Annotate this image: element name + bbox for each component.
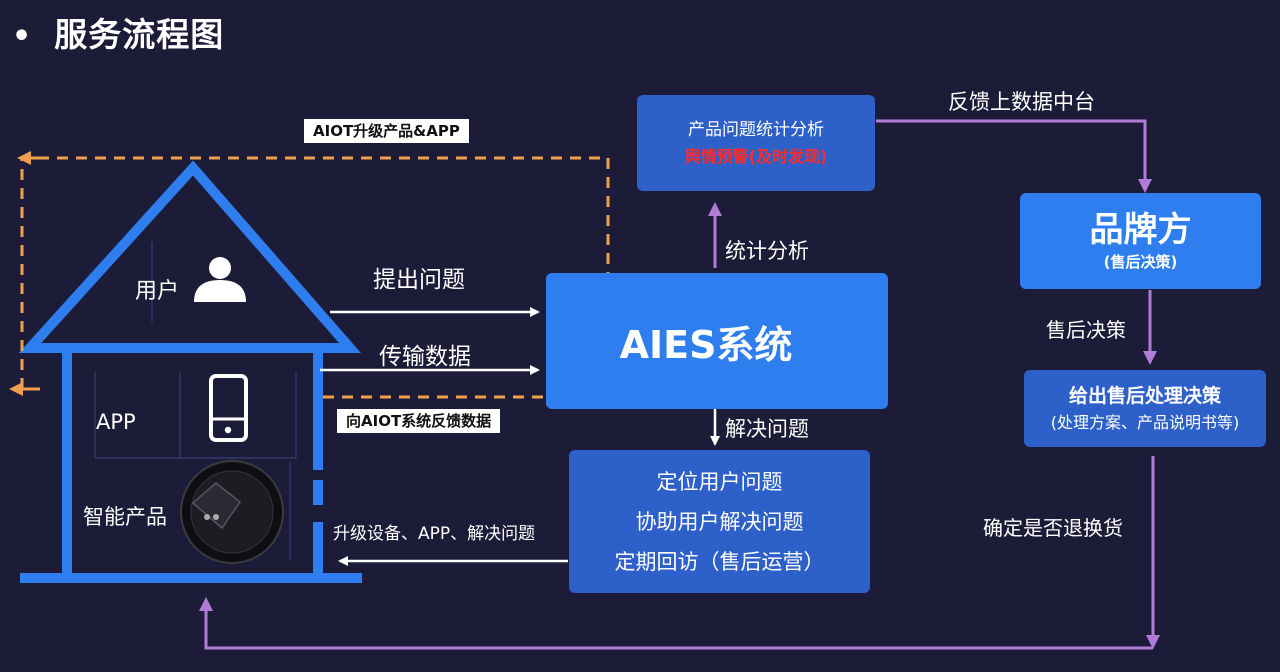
tag-aiot-feedback: 向AIOT系统反馈数据 — [337, 409, 501, 433]
dashed-loop-aiot — [20, 156, 610, 399]
stats-line-1: 产品问题统计分析 — [688, 120, 824, 140]
label-solve-issue: 解决问题 — [725, 417, 809, 441]
label-stats-analysis: 统计分析 — [725, 239, 809, 263]
house-user-label: 用户 — [135, 279, 180, 304]
label-upgrade-device: 升级设备、APP、解决问题 — [333, 524, 536, 544]
label-raise-issue: 提出问题 — [373, 267, 465, 293]
aies-system-title: AIES系统 — [619, 322, 793, 367]
user-icon — [194, 257, 246, 302]
tag-aiot-upgrade: AIOT升级产品&APP — [304, 119, 469, 143]
house-product-label: 智能产品 — [83, 505, 167, 529]
house-app-label: APP — [96, 410, 136, 434]
page-title-text: 服务流程图 — [54, 15, 225, 54]
page-title: • 服务流程图 — [12, 8, 224, 56]
phone-icon — [209, 374, 248, 442]
title-bullet: • — [12, 19, 33, 54]
label-transmit-data: 传输数据 — [379, 344, 471, 370]
solve-issue-box: 定位用户问题 协助用户解决问题 定期回访（售后运营） — [569, 450, 870, 593]
arrow-feedback-platform — [876, 119, 1152, 193]
aies-system-box: AIES系统 — [546, 273, 888, 409]
decision-subtitle: (处理方案、产品说明书等) — [1050, 412, 1240, 432]
robot-vacuum-icon — [180, 460, 284, 564]
brand-box: 品牌方 (售后决策) — [1020, 193, 1261, 289]
house-inner-guides — [94, 242, 297, 560]
label-feedback-platform: 反馈上数据中台 — [948, 90, 1095, 114]
label-aftersale-decision: 售后决策 — [1046, 318, 1126, 342]
solve-line-3: 定期回访（售后运营） — [614, 549, 825, 574]
arrow-loop-back-house — [199, 597, 1153, 650]
brand-title: 品牌方 — [1089, 210, 1192, 250]
stats-analysis-box: 产品问题统计分析 舆情预警(及时发现) — [637, 95, 875, 191]
label-confirm-return: 确定是否退换货 — [983, 516, 1123, 540]
decision-box: 给出售后处理决策 (处理方案、产品说明书等) — [1024, 370, 1266, 447]
solve-line-2: 协助用户解决问题 — [635, 509, 804, 534]
solve-line-1: 定位用户问题 — [656, 469, 783, 494]
brand-subtitle: (售后决策) — [1103, 253, 1178, 271]
stats-alert-line: 舆情预警(及时发现) — [684, 147, 828, 166]
house-roof — [18, 160, 361, 353]
decision-title: 给出售后处理决策 — [1068, 384, 1221, 407]
